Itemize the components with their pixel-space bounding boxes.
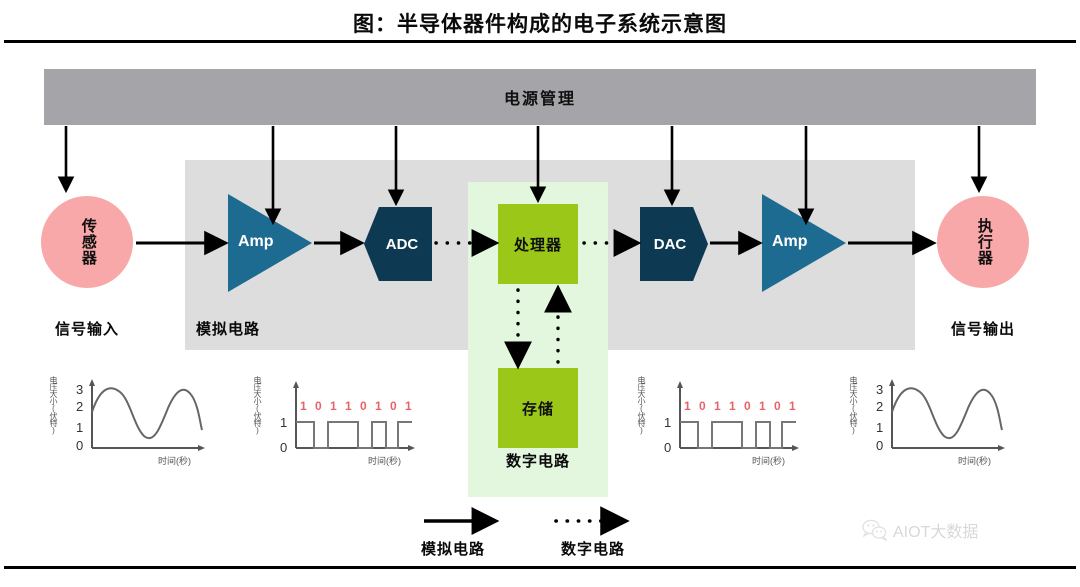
signal-output-caption: 信号输出 [950,322,1015,338]
svg-text:1: 1 [280,415,287,430]
analog-waveform-right: 电压大小(伏特) 3 2 1 0 时间(秒) [848,370,1023,480]
svg-text:1: 1 [375,399,382,413]
dac-label: DAC [653,235,687,253]
svg-text:1: 1 [759,399,766,413]
digital-wave-right-xlabel: 时间(秒) [752,456,785,466]
svg-text:0: 0 [699,399,706,413]
dac-block: DAC [640,207,708,281]
adc-block: ADC [364,207,432,281]
analog-waveform-left: 电压大小(伏特) 3 2 1 0 时间(秒) [48,370,223,480]
svg-text:0: 0 [280,440,287,455]
analog-region-label: 模拟电路 [196,322,261,338]
power-management-bar: 电源管理 [44,69,1036,125]
wechat-icon [862,519,888,541]
svg-text:0: 0 [664,440,671,455]
svg-text:0: 0 [360,399,367,413]
analog-wave-right-ylabel: 电压大小(伏特) [849,376,858,434]
svg-text:3: 3 [76,382,83,397]
digital-wave-left-xlabel: 时间(秒) [368,456,401,466]
svg-text:2: 2 [876,399,883,414]
actuator-label: 执行器 [975,218,992,266]
title-divider-bottom [4,566,1076,569]
svg-text:0: 0 [774,399,781,413]
svg-text:0: 0 [390,399,397,413]
svg-text:0: 0 [876,438,883,453]
analog-wave-right-xlabel: 时间(秒) [958,456,991,466]
svg-text:1: 1 [684,399,691,413]
svg-text:1: 1 [345,399,352,413]
sensor-label: 传感器 [79,218,96,266]
svg-text:1: 1 [300,399,307,413]
svg-text:0: 0 [76,438,83,453]
processor-block: 处理器 [498,204,578,284]
analog-wave-left-plot: 3 2 1 0 [76,379,205,453]
watermark: AIOT大数据 [862,518,978,542]
svg-text:1: 1 [729,399,736,413]
adc-label: ADC [385,235,419,253]
memory-block: 存储 [498,368,578,448]
svg-text:3: 3 [876,382,883,397]
title-divider-top [4,40,1076,43]
digital-wave-left-ylabel: 电压大小(伏特) [253,376,262,434]
svg-text:1: 1 [789,399,796,413]
power-management-label: 电源管理 [503,91,576,108]
page-title: 图：半导体器件构成的电子系统示意图 [353,12,727,36]
analog-wave-left-xlabel: 时间(秒) [158,456,191,466]
svg-text:0: 0 [744,399,751,413]
svg-text:0: 0 [315,399,322,413]
legend-analog-label: 模拟电路 [420,542,485,558]
svg-text:1: 1 [876,420,883,435]
watermark-text: AIOT大数据 [893,524,979,541]
digital-wave-right-ylabel: 电压大小(伏特) [637,376,646,434]
analog-wave-right-plot: 3 2 1 0 [876,379,1005,453]
svg-text:1: 1 [330,399,337,413]
processor-label: 处理器 [513,237,562,254]
analog-wave-left-ylabel: 电压大小(伏特) [49,376,58,434]
actuator-node: 执行器 [937,196,1029,288]
svg-text:1: 1 [76,420,83,435]
digital-region-label: 数字电路 [505,454,570,470]
legend-digital-label: 数字电路 [560,542,625,558]
amplifier-output-label: Amp [772,233,808,250]
svg-text:1: 1 [714,399,721,413]
signal-input-caption: 信号输入 [54,322,119,338]
sensor-node: 传感器 [41,196,133,288]
svg-text:1: 1 [664,415,671,430]
memory-label: 存储 [521,401,554,418]
amplifier-input-label: Amp [238,233,274,250]
svg-text:1: 1 [405,399,412,413]
svg-text:2: 2 [76,399,83,414]
